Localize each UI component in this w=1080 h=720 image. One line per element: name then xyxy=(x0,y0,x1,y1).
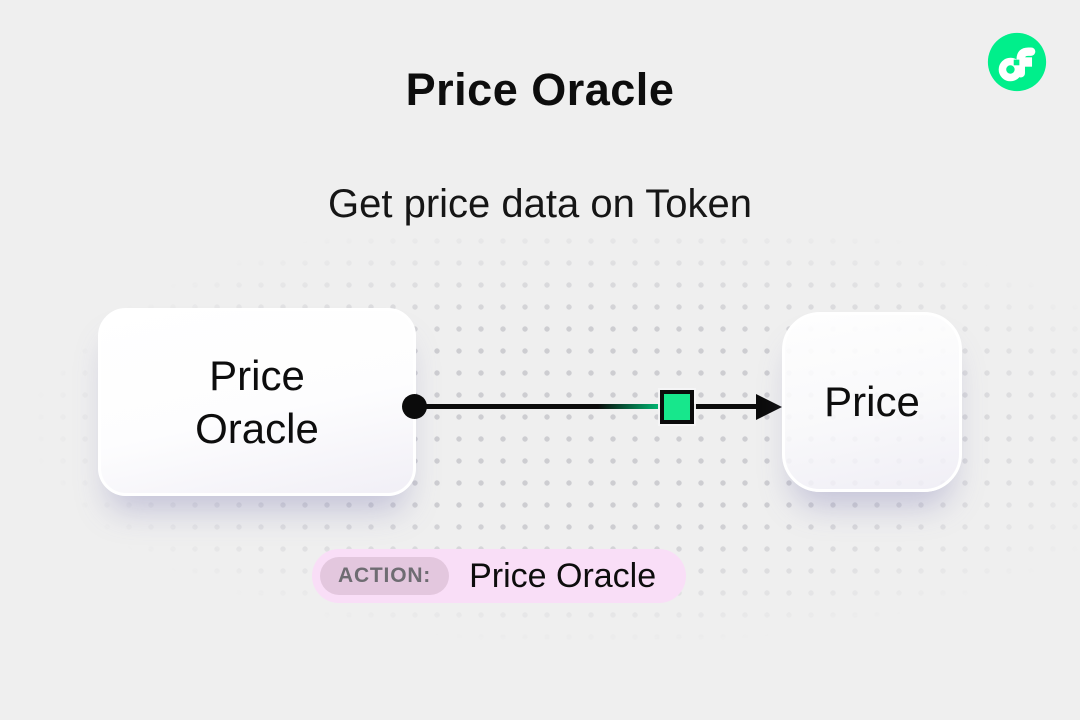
page-title: Price Oracle xyxy=(405,64,675,115)
flow-logo-icon xyxy=(986,31,1048,93)
action-badge-label: ACTION: xyxy=(320,557,450,595)
node-price-oracle-label: Price Oracle xyxy=(195,351,319,452)
page-subtitle: Get price data on Token xyxy=(328,182,752,226)
node-price[interactable]: Price xyxy=(782,312,962,492)
action-badge-value: Price Oracle xyxy=(469,556,657,595)
connector-line-green-gradient xyxy=(598,404,660,409)
action-badge: ACTION: Price Oracle xyxy=(312,549,687,603)
node-price-label: Price xyxy=(824,378,920,426)
connector-green-square-marker[interactable] xyxy=(660,390,694,424)
connector-arrowhead-icon xyxy=(756,394,782,420)
node-price-oracle[interactable]: Price Oracle xyxy=(98,308,416,496)
connector-line xyxy=(414,404,760,409)
